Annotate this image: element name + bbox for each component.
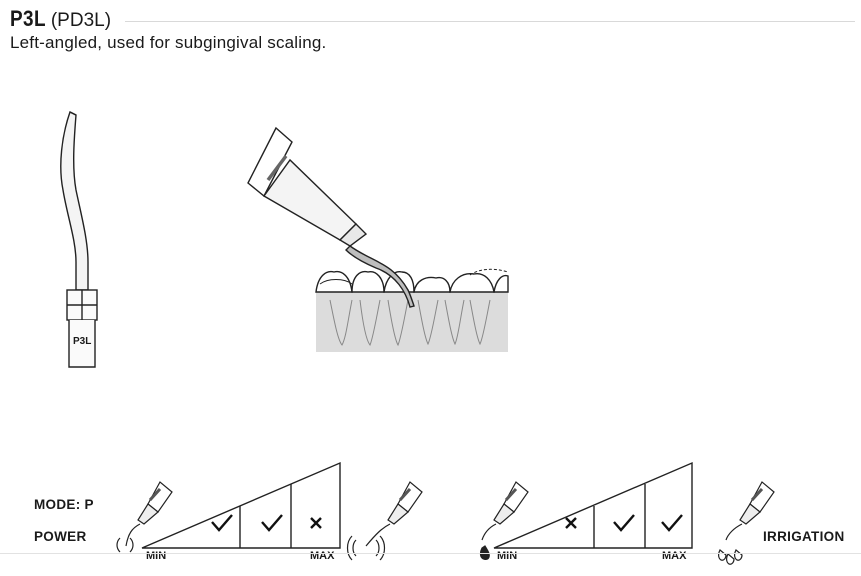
header-divider <box>125 20 855 22</box>
irrigation-min-label: MIN <box>497 550 518 562</box>
irrigation-level-1-cross-icon <box>565 517 577 529</box>
power-max-handpiece-icon <box>346 481 423 561</box>
irrigation-level-2-check-icon <box>613 514 635 532</box>
power-label: POWER <box>34 529 87 544</box>
power-level-2-check-icon <box>261 514 283 532</box>
irrigation-max-label: MAX <box>662 550 687 562</box>
scaler-tip-illustration <box>60 111 98 368</box>
power-level-3-cross-icon <box>310 517 322 529</box>
irrigation-level-panel <box>479 461 775 565</box>
mode-label: MODE: P <box>34 497 94 512</box>
handpiece-on-teeth-illustration <box>247 126 509 352</box>
power-max-label: MAX <box>310 550 335 562</box>
product-header: P3L (PD3L) Left-angled, used for subging… <box>10 6 855 53</box>
power-level-panel <box>116 461 423 561</box>
irrigation-label: IRRIGATION <box>763 529 845 544</box>
tip-engraving-label: P3L <box>73 336 92 347</box>
irrigation-min-handpiece-icon <box>479 481 529 560</box>
power-level-1-check-icon <box>211 514 233 532</box>
product-alt-code: (PD3L) <box>50 10 112 31</box>
irrigation-level-3-check-icon <box>661 514 683 532</box>
bottom-divider <box>0 553 861 554</box>
product-description: Left-angled, used for subgingival scalin… <box>10 33 327 52</box>
title-row: P3L (PD3L) <box>10 6 855 32</box>
power-min-handpiece-icon <box>116 481 173 553</box>
irrigation-max-handpiece-icon <box>718 481 775 565</box>
product-code: P3L <box>10 6 46 31</box>
power-min-label: MIN <box>146 550 167 562</box>
